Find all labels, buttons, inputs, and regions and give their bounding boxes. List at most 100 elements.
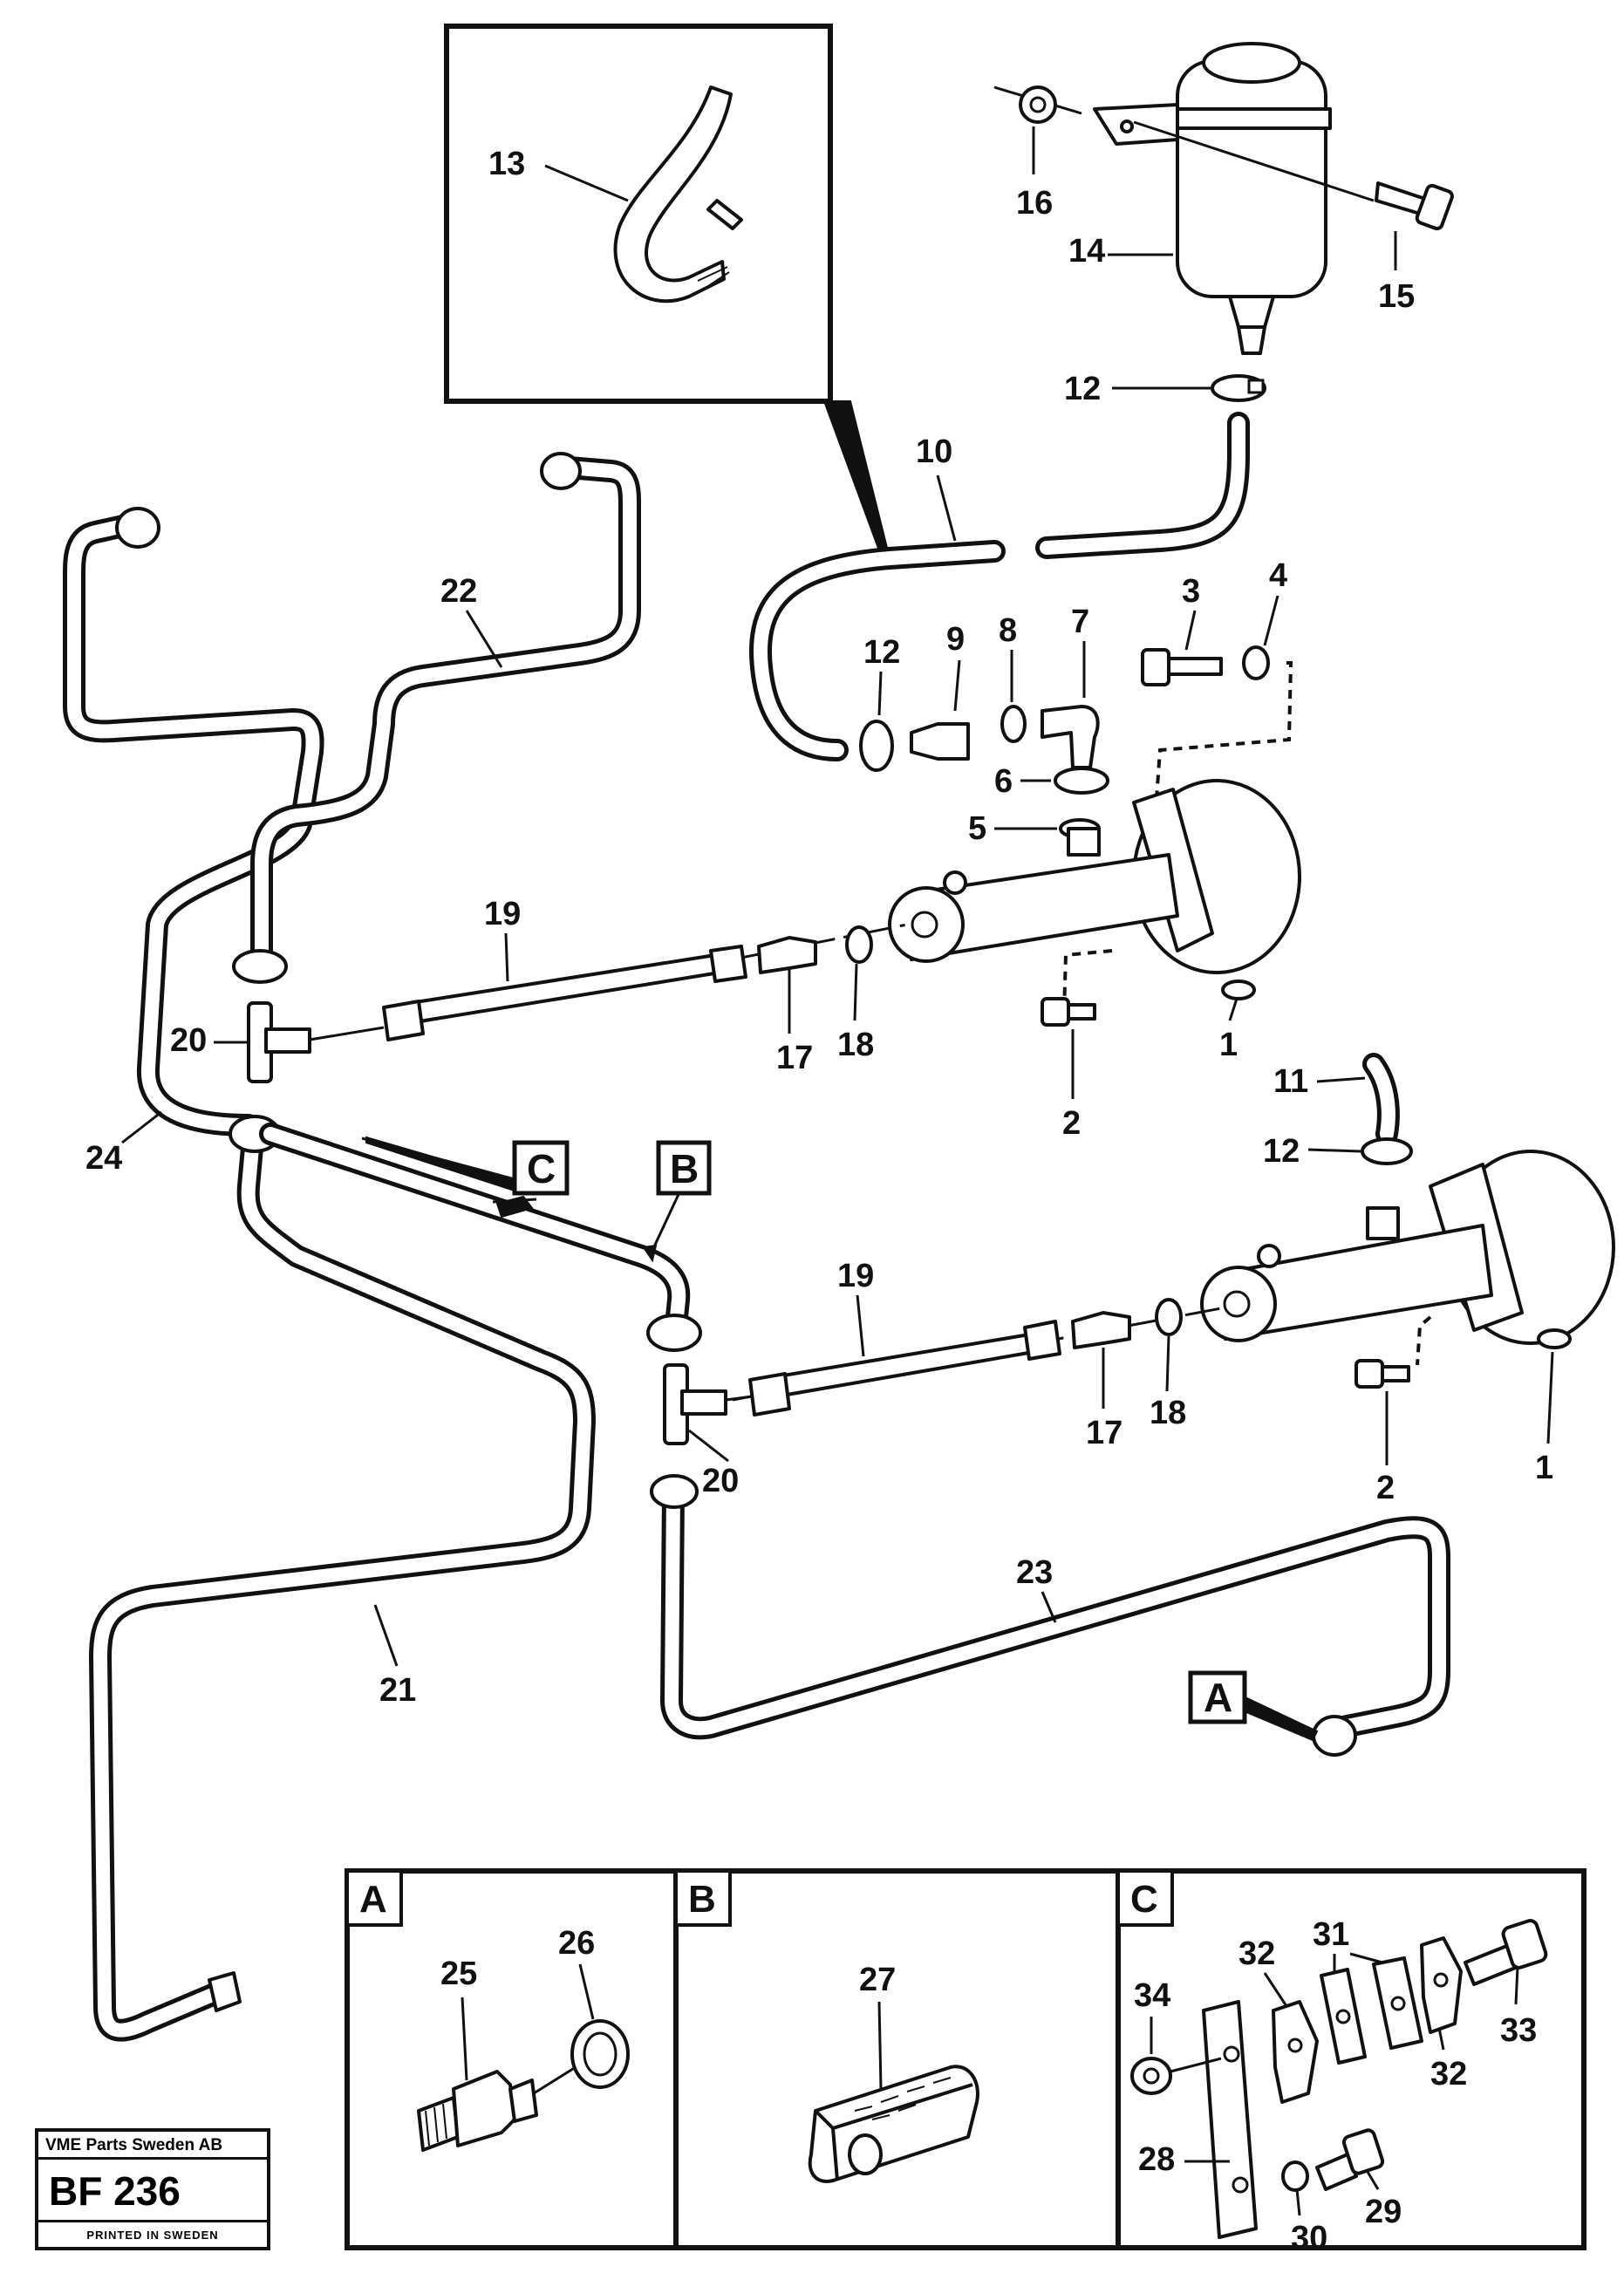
callout-a-box [1188, 1670, 1247, 1724]
label-11: 11 [1273, 1063, 1308, 1100]
brake-fluid-reservoir [993, 42, 1375, 355]
union-17-upper [757, 936, 817, 974]
callout-a-label: A [1204, 1675, 1232, 1720]
pipe-24 [63, 507, 324, 1137]
label-29: 29 [1365, 2194, 1402, 2230]
washer-18-upper [845, 925, 873, 964]
label-20-lower: 20 [702, 1463, 739, 1499]
hose-clamp-12-lower [1361, 1137, 1413, 1165]
label-19-lower: 19 [837, 1258, 874, 1294]
elbow-7 [1041, 705, 1100, 769]
label-8: 8 [999, 612, 1017, 649]
label-4: 4 [1269, 557, 1287, 594]
label-30: 30 [1291, 2220, 1327, 2256]
nut-6 [1054, 767, 1109, 795]
label-18-lower: 18 [1150, 1395, 1186, 1431]
title-block-printed: PRINTED IN SWEDEN [86, 2229, 219, 2242]
label-14: 14 [1068, 233, 1105, 270]
nut-34 [1130, 2057, 1172, 2095]
union-17-lower [1071, 1311, 1131, 1349]
label-13: 13 [488, 146, 525, 182]
label-10: 10 [916, 433, 952, 470]
label-2-lower: 2 [1376, 1470, 1395, 1506]
label-26: 26 [558, 1925, 595, 1962]
fitting-25 [417, 2070, 538, 2152]
bolt-3 [1141, 648, 1223, 686]
bolt-33 [1464, 1919, 1548, 1986]
nipple-9 [910, 722, 970, 761]
label-1-upper: 1 [1219, 1027, 1238, 1063]
nut-16 [1019, 85, 1057, 124]
detail-a-tag: A [359, 1878, 387, 1921]
pipe-to-lower-tee [259, 1123, 702, 1352]
label-20-upper: 20 [170, 1022, 207, 1059]
label-17-lower: 17 [1086, 1415, 1122, 1451]
label-2-upper: 2 [1062, 1105, 1081, 1142]
clamp-illustration [613, 85, 733, 304]
label-7: 7 [1071, 604, 1089, 640]
title-block-company: VME Parts Sweden AB [38, 2132, 267, 2160]
label-27: 27 [859, 1962, 896, 1998]
hose-11 [1362, 1053, 1400, 1145]
label-6: 6 [994, 763, 1013, 800]
clip-32-right [1420, 1936, 1463, 2034]
callout-b-arrow [642, 1244, 658, 1263]
hose-clamp-12-top [1211, 374, 1266, 402]
pipe-19-upper [382, 923, 908, 1041]
label-12-top: 12 [1064, 371, 1101, 407]
label-9: 9 [946, 621, 965, 658]
label-21: 21 [379, 1672, 416, 1709]
detail-panel-a: A 25 26 [345, 1869, 630, 2152]
rubber-31-right [1372, 1956, 1423, 2050]
label-22: 22 [440, 573, 477, 610]
label-15: 15 [1378, 278, 1415, 315]
inset-pointer [822, 400, 891, 562]
hose-clamp-12-mid [859, 720, 894, 772]
detail-c-tag: C [1130, 1878, 1158, 1921]
clip-32-left [1272, 2000, 1319, 2104]
label-3: 3 [1182, 573, 1200, 610]
label-12-mid: 12 [863, 634, 900, 671]
rubber-grommet-27 [808, 2065, 979, 2183]
label-24: 24 [85, 1140, 122, 1177]
label-19-upper: 19 [484, 896, 521, 932]
callout-c-label: C [527, 1146, 556, 1191]
title-block-code: BF 236 [38, 2160, 267, 2222]
label-18-upper: 18 [837, 1027, 874, 1063]
rubber-31-left [1320, 1968, 1367, 2065]
bolt-2-lower [1354, 1359, 1410, 1389]
detail-b-tag: B [688, 1878, 716, 1921]
tee-20-lower [663, 1363, 727, 1445]
pipe-19-lower [732, 1307, 1222, 1416]
callout-b-box [656, 1140, 712, 1196]
brake-cylinder-lower [1200, 1150, 1615, 1366]
label-33: 33 [1500, 2012, 1537, 2049]
label-12-lower: 12 [1263, 1133, 1300, 1170]
label-16: 16 [1016, 185, 1053, 222]
label-17-upper: 17 [776, 1040, 813, 1076]
label-5: 5 [968, 810, 986, 847]
washer-8 [1000, 705, 1027, 743]
washer-30 [1281, 2161, 1309, 2192]
label-32-right: 32 [1430, 2056, 1467, 2092]
clamp-detail-inset: 13 [444, 24, 891, 562]
bolt-2-upper [1041, 997, 1096, 1027]
bolt-15 [1375, 181, 1454, 231]
label-23: 23 [1016, 1554, 1053, 1591]
hose-10 [749, 412, 1250, 761]
washer-26 [570, 2019, 630, 2089]
label-34: 34 [1134, 1977, 1170, 2014]
washer-4 [1242, 645, 1270, 680]
callout-b-label: B [670, 1146, 699, 1191]
bolt-29 [1315, 2128, 1385, 2191]
tee-20-upper [247, 1001, 311, 1083]
brake-cylinder-upper [888, 779, 1301, 1013]
pipe-23 [650, 1474, 1450, 1757]
detail-panel-c: C [1116, 1869, 1548, 2256]
pipe-22 [232, 452, 641, 984]
label-32-left: 32 [1238, 1935, 1275, 1972]
detail-panel-b: B 27 [674, 1869, 979, 2183]
title-block: VME Parts Sweden AB BF 236 PRINTED IN SW… [35, 2128, 270, 2250]
label-1-lower: 1 [1535, 1450, 1553, 1486]
